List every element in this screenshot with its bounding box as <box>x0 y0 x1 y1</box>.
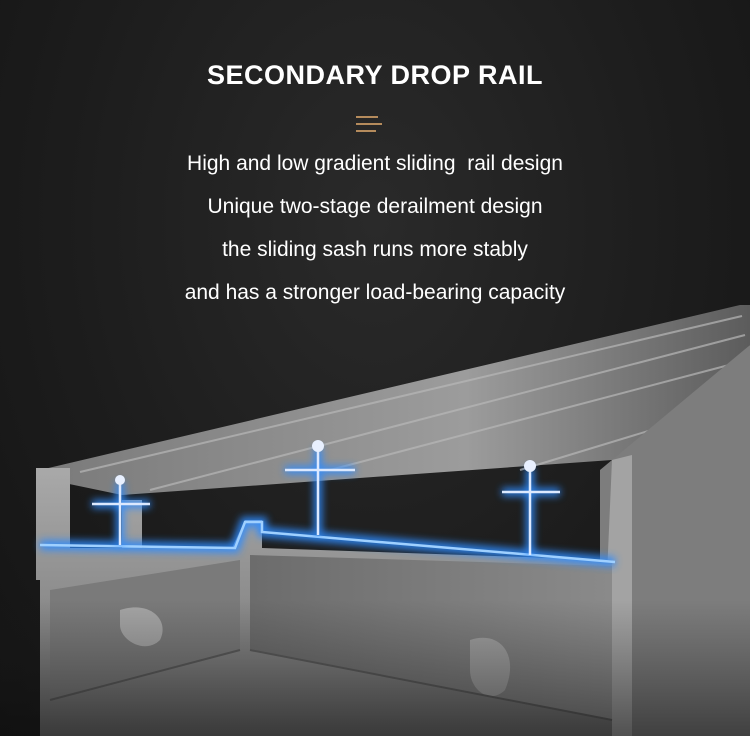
page-title: SECONDARY DROP RAIL <box>206 60 544 90</box>
description-line-4: and has a stronger load-bearing capacity <box>184 281 566 304</box>
description-line-2: Unique two-stage derailment design <box>207 195 543 218</box>
glow-track-outline <box>39 440 616 567</box>
description-line-1: High and low gradient sliding rail desig… <box>187 152 563 175</box>
feature-description: High and low gradient sliding rail desig… <box>0 148 750 320</box>
rail-profile-illustration <box>0 305 750 736</box>
rail-top-surface <box>40 305 750 495</box>
three-bar-menu-icon <box>356 116 382 138</box>
description-line-3: the sliding sash runs more stably <box>222 238 528 261</box>
